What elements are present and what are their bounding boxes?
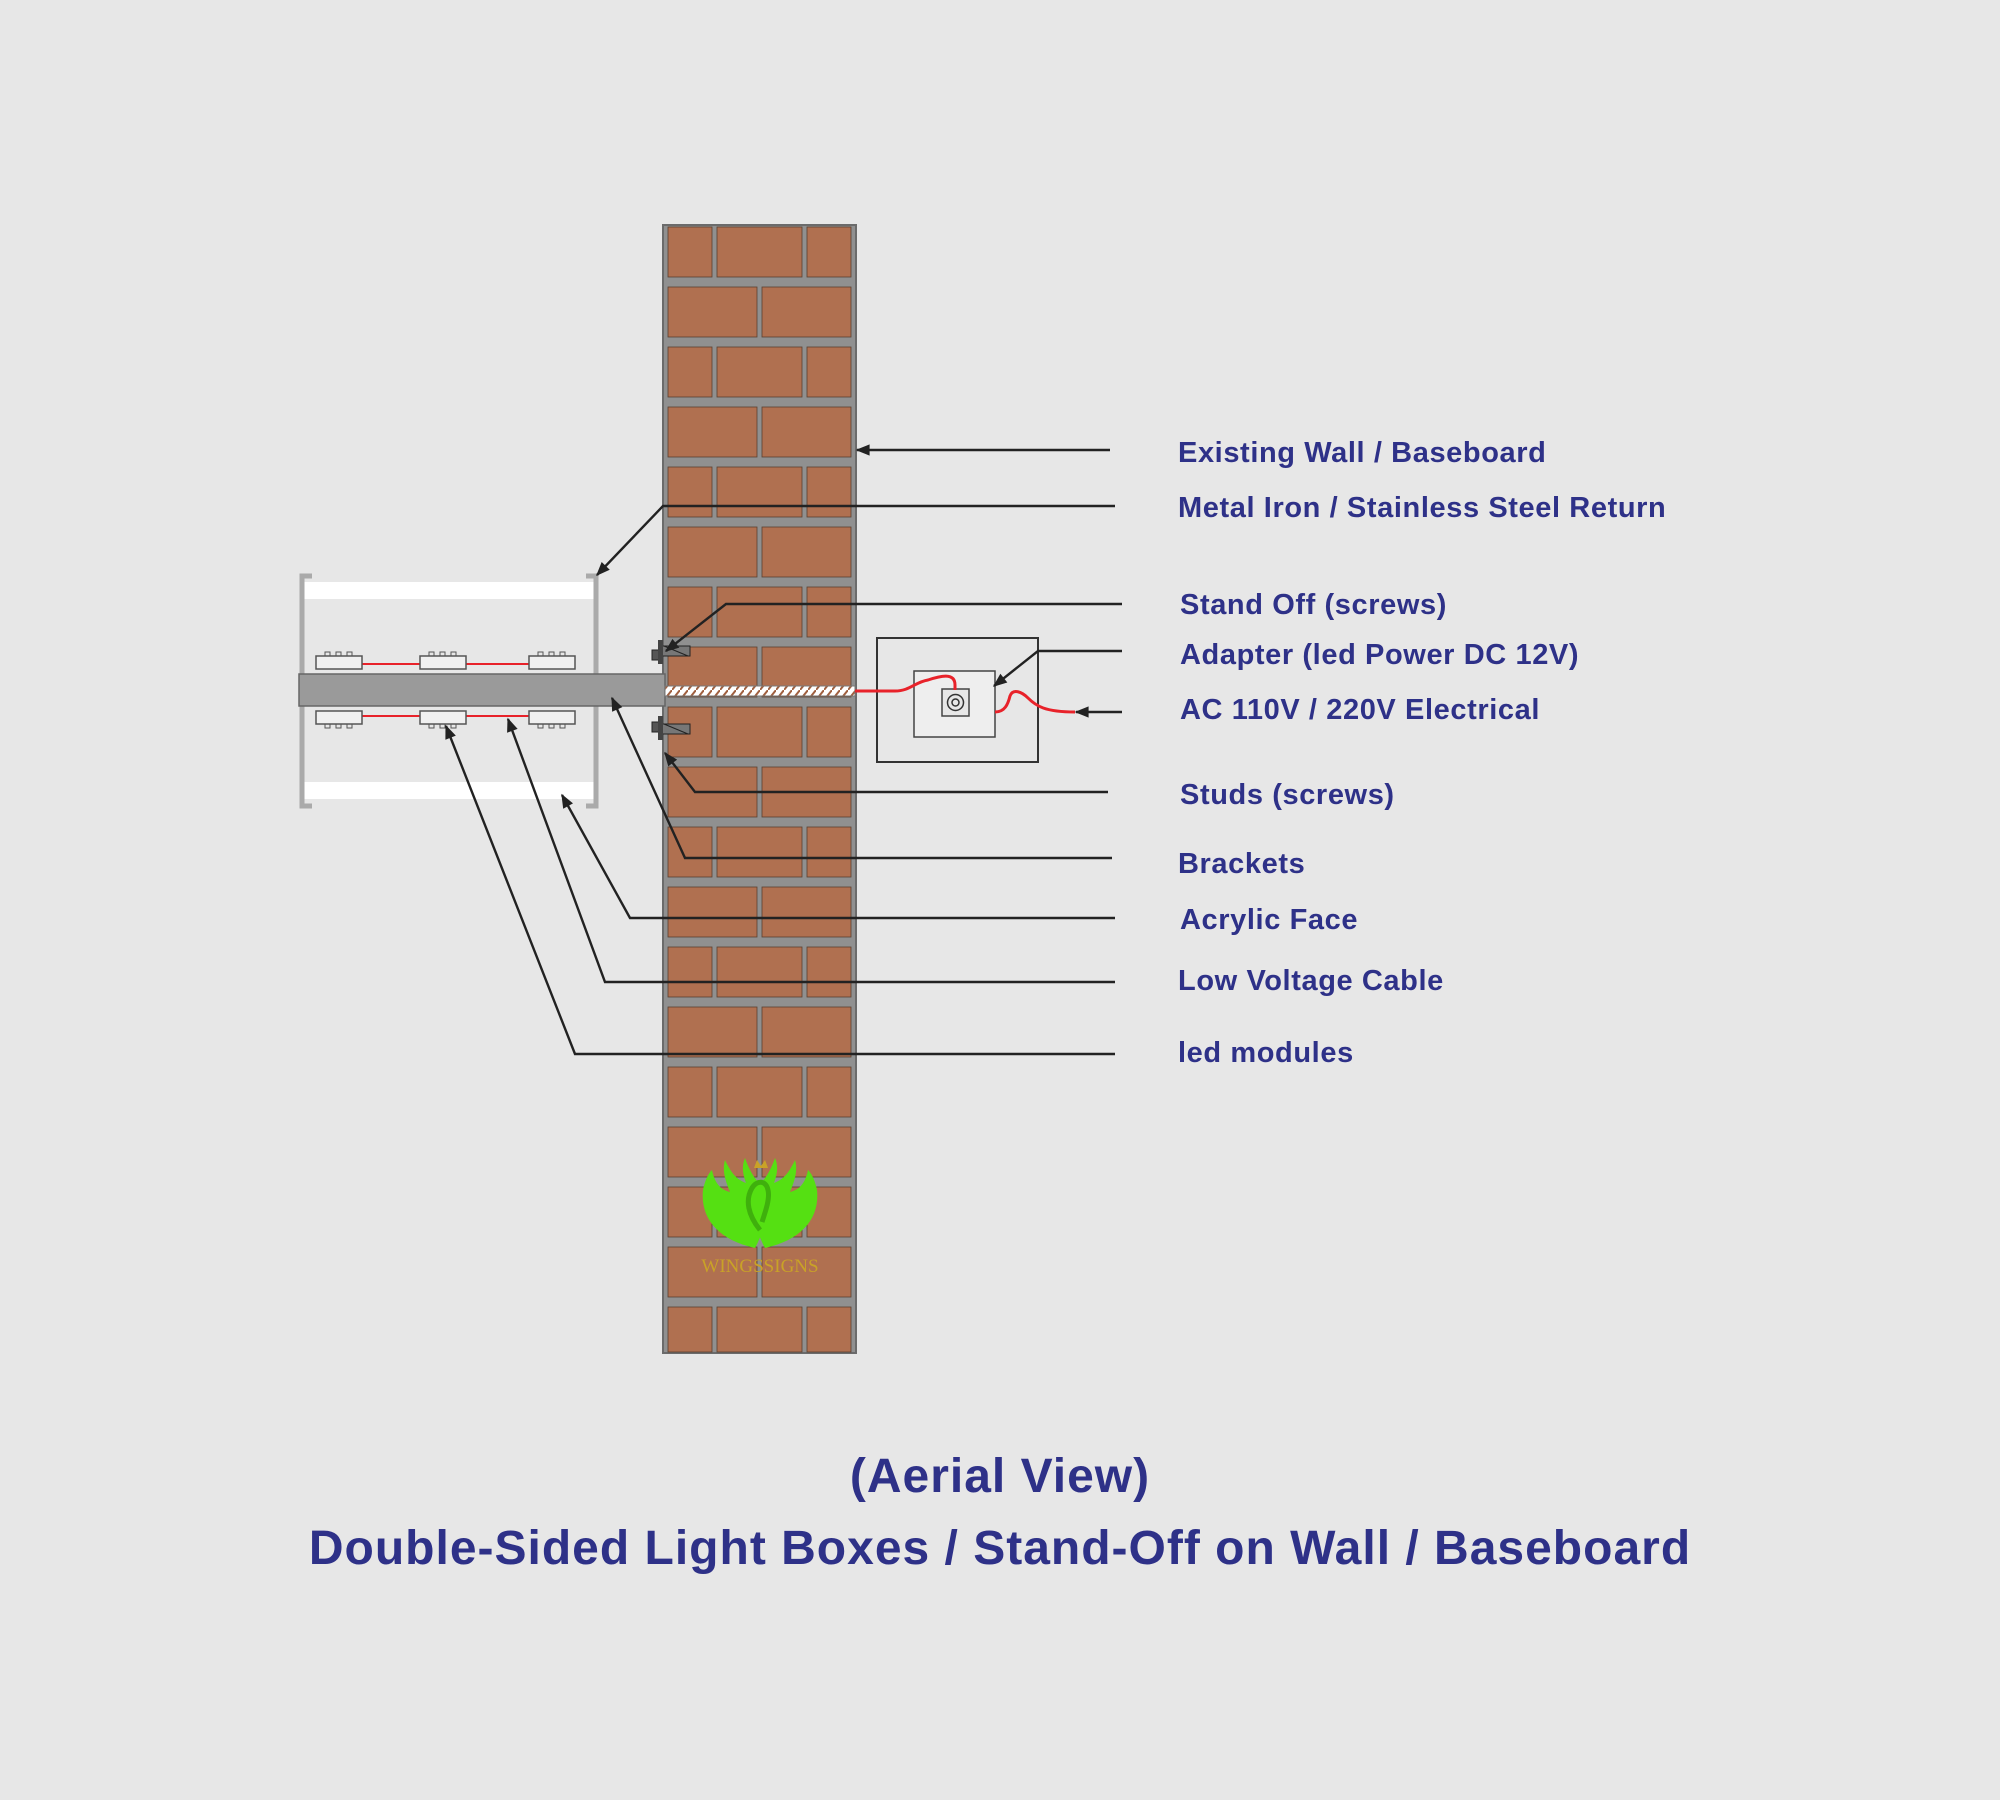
brick (667, 1126, 758, 1178)
brick (716, 1306, 803, 1353)
label-metal-return: Metal Iron / Stainless Steel Return (1178, 492, 1666, 524)
brick (716, 346, 803, 398)
logo-swan-neck (745, 1179, 771, 1232)
brick (761, 1006, 852, 1058)
brick (716, 826, 803, 878)
acrylic-face-top (304, 582, 594, 599)
cable-conduit (664, 685, 856, 697)
label-existing-wall: Existing Wall / Baseboard (1178, 437, 1546, 469)
brick (716, 466, 803, 518)
callout-labels: Existing Wall / Baseboard Metal Iron / S… (1178, 437, 1666, 1069)
brick (806, 1306, 852, 1353)
brick (806, 586, 852, 638)
brick (667, 886, 758, 938)
brick (806, 346, 852, 398)
leader-metal-return (596, 504, 1115, 577)
led-modules-bottom (315, 710, 576, 729)
label-acrylic-face: Acrylic Face (1180, 904, 1358, 936)
leader-brackets (610, 696, 1112, 860)
leader-low-voltage-cable (506, 717, 1115, 984)
leader-led-modules (444, 724, 1115, 1056)
dc-power-cable (855, 674, 957, 693)
logo-text: WINGSSIGNS (701, 1256, 818, 1277)
brick (806, 226, 852, 278)
leader-adapter (992, 649, 1122, 687)
brick (667, 286, 758, 338)
brick (806, 466, 852, 518)
bracket-bar (298, 673, 666, 707)
brick (667, 526, 758, 578)
brick (667, 406, 758, 458)
logo-wing-right (750, 1158, 818, 1248)
brick (761, 886, 852, 938)
ac-power-cable (994, 690, 1076, 714)
brick (667, 1066, 713, 1118)
brick (716, 586, 803, 638)
leader-acrylic-face (560, 793, 1115, 920)
brick (667, 586, 713, 638)
brick (806, 706, 852, 758)
brick (806, 946, 852, 998)
leader-stand-off (664, 602, 1122, 652)
brick (667, 1006, 758, 1058)
label-ac-electrical: AC 110V / 220V Electrical (1180, 694, 1540, 726)
wings-signs-logo: WINGSSIGNS (701, 1158, 819, 1277)
brick (806, 826, 852, 878)
brick (806, 1066, 852, 1118)
brick (761, 406, 852, 458)
brick (716, 946, 803, 998)
brick (716, 706, 803, 758)
label-adapter: Adapter (led Power DC 12V) (1180, 639, 1579, 671)
brick (667, 466, 713, 518)
adapter-box (876, 637, 1039, 763)
label-led-modules: led modules (1178, 1037, 1354, 1069)
brick (667, 1306, 713, 1353)
light-box (298, 573, 666, 809)
brick (667, 946, 713, 998)
leader-lines (444, 444, 1122, 1056)
brick (761, 286, 852, 338)
title-line-1: (Aerial View) (850, 1450, 1150, 1503)
logo-wing-left (702, 1158, 770, 1248)
brick-wall (662, 224, 857, 1354)
label-studs: Studs (screws) (1180, 779, 1395, 811)
brick (667, 1246, 758, 1298)
title-line-2: Double-Sided Light Boxes / Stand-Off on … (309, 1522, 1691, 1575)
acrylic-face-bottom (304, 782, 594, 799)
brick (716, 1066, 803, 1118)
brick (761, 1246, 852, 1298)
brick (667, 346, 713, 398)
brick (667, 226, 713, 278)
label-brackets: Brackets (1178, 848, 1305, 880)
logo-crown (754, 1160, 768, 1168)
leader-studs (664, 751, 1108, 794)
brick (761, 526, 852, 578)
label-low-voltage-cable: Low Voltage Cable (1178, 965, 1444, 997)
brick (716, 226, 803, 278)
led-modules-top (315, 651, 576, 670)
label-stand-off: Stand Off (screws) (1180, 589, 1447, 621)
